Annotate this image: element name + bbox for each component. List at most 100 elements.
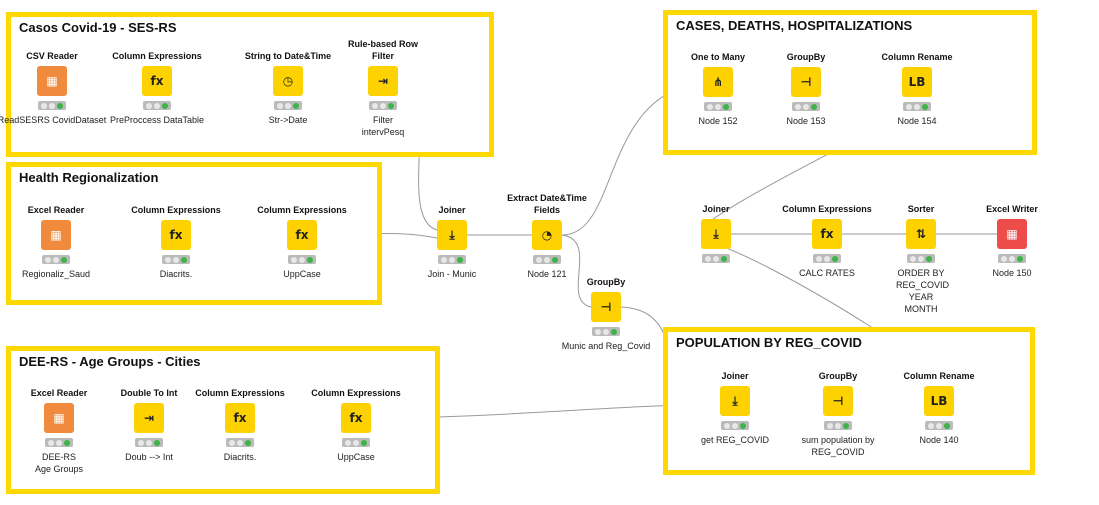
column-rename-icon: LB bbox=[908, 75, 926, 89]
node-icon[interactable]: fx bbox=[161, 220, 191, 250]
annotation-casos-covid[interactable]: Casos Covid-19 - SES-RS bbox=[6, 12, 494, 157]
node-comment: get REG_COVID bbox=[700, 435, 770, 445]
node-column-expressions[interactable]: Column Expressions fx UppCase bbox=[247, 205, 357, 280]
node-label: One to Many bbox=[690, 52, 745, 62]
node-icon[interactable]: ◔ bbox=[532, 220, 562, 250]
node-status-lights bbox=[813, 254, 841, 263]
string-to-datetime-icon: ◷ bbox=[282, 74, 294, 88]
node-comment: Node 140 bbox=[919, 435, 959, 445]
node-label: Column Rename bbox=[881, 52, 953, 62]
node-excel-reader[interactable]: Excel Reader ▦ DEE-RS Age Groups bbox=[4, 388, 114, 475]
node-icon[interactable]: ⋔ bbox=[703, 67, 733, 97]
node-icon[interactable]: ▦ bbox=[44, 403, 74, 433]
connection-wire[interactable] bbox=[561, 234, 592, 308]
node-csv-reader[interactable]: CSV Reader ▦ ReadSESRS CovidDataset bbox=[0, 51, 107, 126]
node-label: Column Expressions bbox=[195, 388, 285, 398]
node-comment: Node 152 bbox=[698, 116, 738, 126]
annotation-title: Casos Covid-19 - SES-RS bbox=[19, 20, 177, 35]
node-comment: Diacrits. bbox=[223, 452, 257, 462]
node-icon[interactable]: fx bbox=[142, 66, 172, 96]
node-rule-based-row-filter[interactable]: Rule-based Row Filter ⇥ Filter intervPes… bbox=[328, 39, 438, 138]
node-label: CSV Reader bbox=[26, 51, 78, 61]
node-groupby[interactable]: GroupBy ⊣ Node 153 bbox=[751, 52, 861, 127]
node-column-expressions[interactable]: Column Expressions fx Diacrits. bbox=[185, 388, 295, 463]
node-status-lights bbox=[135, 438, 163, 447]
node-excel-reader[interactable]: Excel Reader ▦ Regionaliz_Saud bbox=[1, 205, 111, 280]
node-comment: Doub --> Int bbox=[125, 452, 173, 462]
node-groupby[interactable]: GroupBy ⊣ sum population by REG_COVID bbox=[783, 371, 893, 458]
node-joiner[interactable]: Joiner ⤓ get REG_COVID bbox=[680, 371, 790, 446]
joiner-icon: ⤓ bbox=[449, 228, 455, 242]
node-icon[interactable]: ⤓ bbox=[437, 220, 467, 250]
node-comment: Node 121 bbox=[527, 269, 567, 279]
node-icon[interactable]: LB bbox=[902, 67, 932, 97]
node-icon[interactable]: fx bbox=[341, 403, 371, 433]
node-comment: ReadSESRS CovidDataset bbox=[0, 115, 107, 125]
node-status-lights bbox=[438, 255, 466, 264]
node-status-lights bbox=[907, 254, 935, 263]
node-label: Column Expressions bbox=[257, 205, 347, 215]
node-string-to-datetime[interactable]: String to Date&Time ◷ Str->Date bbox=[233, 51, 343, 126]
node-extract-datetime-fields[interactable]: Extract Date&Time Fields ◔ Node 121 bbox=[492, 193, 602, 280]
node-status-lights bbox=[42, 255, 70, 264]
node-status-lights bbox=[288, 255, 316, 264]
node-label: GroupBy bbox=[818, 371, 858, 381]
node-icon[interactable]: ▦ bbox=[37, 66, 67, 96]
node-icon[interactable]: ▦ bbox=[997, 219, 1027, 249]
node-status-lights bbox=[998, 254, 1026, 263]
node-icon[interactable]: fx bbox=[812, 219, 842, 249]
node-icon[interactable]: fx bbox=[225, 403, 255, 433]
node-icon[interactable]: ◷ bbox=[273, 66, 303, 96]
node-joiner[interactable]: Joiner ⤓ bbox=[661, 204, 771, 267]
annotation-title: DEE-RS - Age Groups - Cities bbox=[19, 354, 201, 369]
column-expressions-icon: fx bbox=[169, 228, 183, 242]
node-joiner[interactable]: Joiner ⤓ Join - Munic bbox=[397, 205, 507, 280]
excel-writer-icon: ▦ bbox=[1006, 227, 1018, 241]
node-comment: Join - Munic bbox=[427, 269, 477, 279]
annotation-title: Health Regionalization bbox=[19, 170, 159, 185]
node-comment: Node 154 bbox=[897, 116, 937, 126]
node-comment: sum population by REG_COVID bbox=[801, 435, 875, 457]
node-groupby[interactable]: GroupBy ⊣ Munic and Reg_Covid bbox=[551, 277, 661, 352]
node-column-expressions[interactable]: Column Expressions fx CALC RATES bbox=[772, 204, 882, 279]
node-icon[interactable]: ⊣ bbox=[791, 67, 821, 97]
node-status-lights bbox=[226, 438, 254, 447]
node-column-expressions[interactable]: Column Expressions fx PreProccess DataTa… bbox=[102, 51, 212, 126]
node-column-rename[interactable]: Column Rename LB Node 154 bbox=[862, 52, 972, 127]
node-icon[interactable]: fx bbox=[287, 220, 317, 250]
node-icon[interactable]: ⊣ bbox=[591, 292, 621, 322]
node-comment: UppCase bbox=[283, 269, 321, 279]
one-to-many-icon: ⋔ bbox=[712, 75, 724, 89]
node-status-lights bbox=[162, 255, 190, 264]
node-status-lights bbox=[342, 438, 370, 447]
node-excel-writer[interactable]: Excel Writer ▦ Node 150 bbox=[957, 204, 1067, 279]
node-comment: Node 153 bbox=[786, 116, 826, 126]
node-status-lights bbox=[704, 102, 732, 111]
node-sorter[interactable]: Sorter ⇅ ORDER BY REG_COVID YEAR MONTH bbox=[866, 204, 976, 315]
node-column-rename[interactable]: Column Rename LB Node 140 bbox=[884, 371, 994, 446]
column-expressions-icon: fx bbox=[295, 228, 309, 242]
node-icon[interactable]: ⊣ bbox=[823, 386, 853, 416]
excel-reader-icon: ▦ bbox=[50, 228, 62, 242]
node-comment: Node 150 bbox=[992, 268, 1032, 278]
node-comment: CALC RATES bbox=[799, 268, 855, 278]
node-icon[interactable]: ⤓ bbox=[720, 386, 750, 416]
node-status-lights bbox=[45, 438, 73, 447]
node-icon[interactable]: ⤓ bbox=[701, 219, 731, 249]
node-icon[interactable]: ⇅ bbox=[906, 219, 936, 249]
node-column-expressions[interactable]: Column Expressions fx Diacrits. bbox=[121, 205, 231, 280]
annotation-title: POPULATION BY REG_COVID bbox=[676, 335, 862, 350]
node-icon[interactable]: LB bbox=[924, 386, 954, 416]
node-label: Rule-based Row Filter bbox=[348, 39, 419, 61]
node-one-to-many[interactable]: One to Many ⋔ Node 152 bbox=[663, 52, 773, 127]
node-icon[interactable]: ⇥ bbox=[134, 403, 164, 433]
node-label: String to Date&Time bbox=[244, 51, 332, 61]
node-icon[interactable]: ⇥ bbox=[368, 66, 398, 96]
excel-reader-icon: ▦ bbox=[53, 411, 65, 425]
extract-datetime-icon: ◔ bbox=[541, 228, 553, 242]
node-comment: Diacrits. bbox=[159, 269, 193, 279]
node-double-to-int[interactable]: Double To Int ⇥ Doub --> Int bbox=[94, 388, 204, 463]
column-expressions-icon: fx bbox=[150, 74, 164, 88]
node-column-expressions[interactable]: Column Expressions fx UppCase bbox=[301, 388, 411, 463]
node-icon[interactable]: ▦ bbox=[41, 220, 71, 250]
